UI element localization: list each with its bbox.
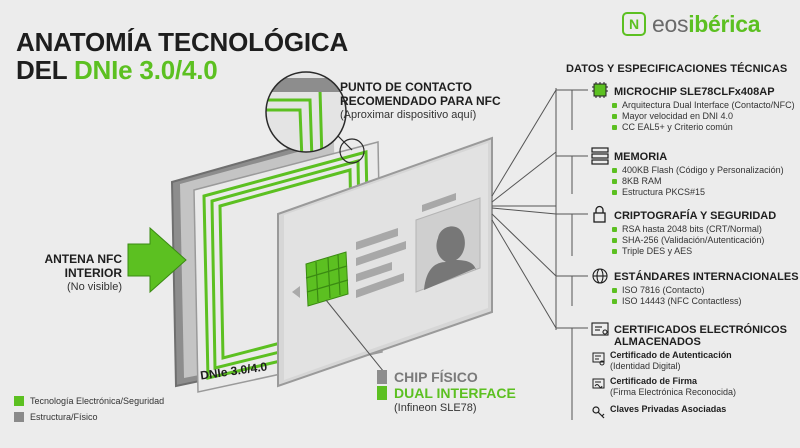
microchip-icon	[592, 82, 608, 98]
chip-label-bar-green	[377, 386, 387, 400]
legend-swatch-gray	[14, 412, 24, 422]
card-photo	[415, 197, 481, 293]
logo-mark-icon: N	[622, 12, 646, 36]
spec-connector-lines	[491, 88, 588, 420]
memory-icon	[591, 147, 609, 165]
chip-label-bar-gray	[377, 370, 387, 384]
legend-item-structure: Estructura/Físico	[14, 412, 98, 422]
legend-swatch-green	[14, 396, 24, 406]
antenna-label: ANTENA NFC INTERIOR (No visible)	[44, 252, 122, 293]
nfc-point-label: PUNTO DE CONTACTO RECOMENDADO PARA NFC (…	[340, 80, 501, 121]
cert-authentication: Certificado de Autenticación (Identidad …	[592, 350, 732, 372]
page-title: ANATOMÍA TECNOLÓGICA DEL DNIe 3.0/4.0	[16, 27, 349, 85]
legend-item-electronic: Tecnología Electrónica/Seguridad	[14, 396, 164, 406]
certificate-auth-icon	[592, 352, 605, 366]
globe-icon	[592, 268, 608, 284]
key-icon	[592, 406, 605, 419]
certificate-sign-icon	[592, 378, 605, 389]
certificate-icon	[591, 322, 609, 336]
cert-private-keys: Claves Privadas Asociadas	[592, 404, 726, 419]
card-text-lines	[356, 193, 456, 298]
brand-logo: N eosibérica	[622, 10, 761, 38]
specs-header: DATOS Y ESPECIFICACIONES TÉCNICAS	[566, 63, 788, 75]
chip-contact-pad	[305, 251, 349, 307]
cert-signature: Certificado de Firma (Firma Electrónica …	[592, 376, 736, 398]
antenna-arrow	[127, 226, 187, 294]
chip-label: CHIP FÍSICO DUAL INTERFACE (Infineon SLE…	[394, 369, 516, 414]
lock-icon	[593, 205, 606, 223]
nfc-magnifier	[265, 71, 365, 164]
